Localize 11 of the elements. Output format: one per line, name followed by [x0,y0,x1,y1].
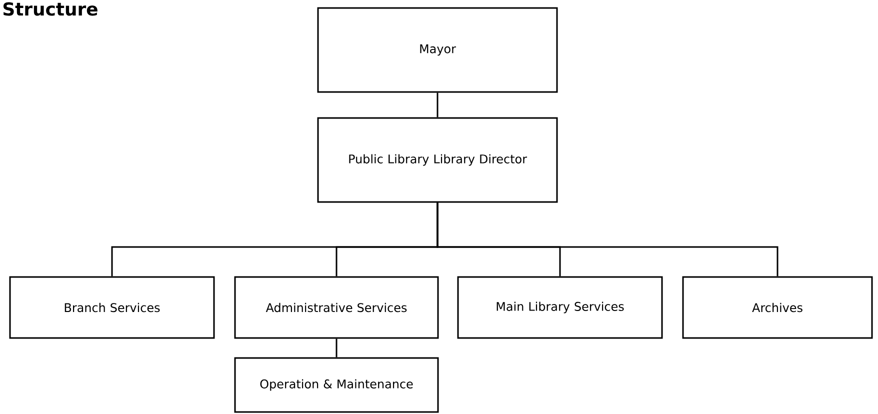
org-box: Main Library Services [457,276,663,339]
org-box: Administrative Services [234,276,439,339]
org-box: Archives [682,276,873,339]
connector-line [436,202,778,276]
connector-line [336,338,338,358]
title: Structure [3,2,98,16]
org-box: Branch Services [9,276,215,339]
org-box: Operation & Maintenance [234,357,439,413]
org-box: Mayor [317,7,558,93]
org-box: Public Library Library Director [317,117,558,203]
connector-line [436,92,438,118]
